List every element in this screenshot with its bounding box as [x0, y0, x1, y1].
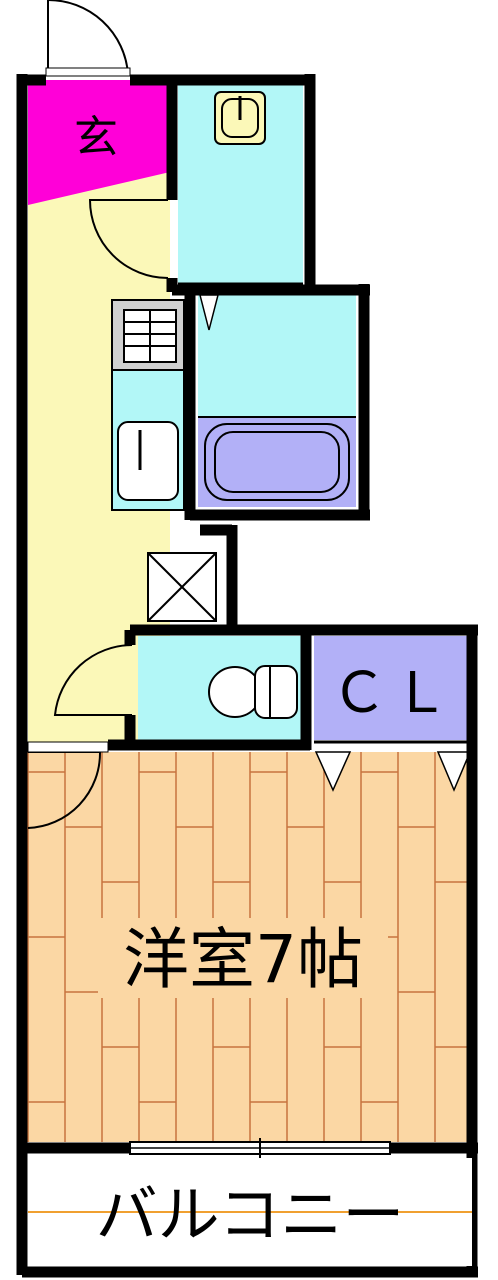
bathtub-area: [198, 417, 356, 507]
closet-label: ＣＬ: [331, 661, 455, 724]
western-room-label: 洋室7帖: [123, 921, 363, 998]
sink-icon: [214, 91, 266, 145]
toilet-door: [53, 644, 133, 716]
entrance-door: [45, 0, 131, 77]
closet-door-mark-right: [436, 751, 472, 792]
closet-door-mark-left: [314, 751, 352, 792]
room-door: [27, 751, 102, 829]
shoe-cabinet-icon: [147, 552, 217, 622]
washroom-door: [88, 199, 169, 279]
wall-thin: [178, 282, 472, 744]
stove-icon: [111, 299, 185, 371]
entrance-area: [28, 80, 170, 205]
bathtub-icon: [204, 423, 350, 501]
balcony-window: [129, 1138, 391, 1158]
bath-area: [198, 292, 356, 417]
closet-area: [314, 636, 472, 740]
entrance-label: 玄: [74, 112, 118, 163]
toilet-icon: [208, 665, 298, 719]
balcony-label: バルコニー: [96, 1178, 405, 1251]
kitchen-sink-icon: [111, 369, 185, 511]
walls: [16, 74, 478, 1278]
room-label-box: [98, 918, 388, 998]
